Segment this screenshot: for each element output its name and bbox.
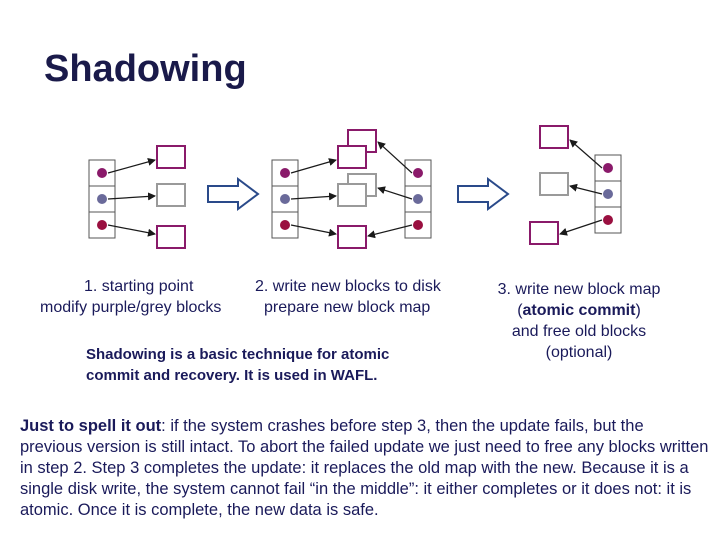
- map-entry-purple: [413, 168, 423, 178]
- stage-transition-arrow: [207, 177, 260, 211]
- map-entry-grey: [97, 194, 107, 204]
- pointer-arrow: [559, 219, 603, 236]
- step-2-sublabel: prepare new block map: [264, 299, 431, 316]
- pointer-arrow: [290, 158, 337, 174]
- pointer-arrow: [107, 192, 156, 201]
- explanation-text: : if the system crashes before step 3, t…: [20, 417, 709, 519]
- step-3-sublabel-3: (optional): [545, 344, 613, 361]
- map-entry-red: [280, 220, 290, 230]
- data-block-red: [529, 221, 559, 245]
- map-entry-grey: [603, 189, 613, 199]
- pointer-arrow: [377, 186, 413, 200]
- data-block-grey: [337, 183, 367, 207]
- pointer-arrow: [569, 139, 603, 169]
- step-2-label: 2. write new blocks to disk: [255, 278, 441, 295]
- map-entry-purple: [97, 168, 107, 178]
- pointer-arrow: [290, 224, 337, 237]
- data-block-red: [156, 225, 186, 249]
- map-entry-red: [97, 220, 107, 230]
- data-block-grey: [539, 172, 569, 196]
- data-block-purple: [156, 145, 186, 169]
- map-entry-grey: [280, 194, 290, 204]
- explanation-lead: Just to spell it out: [20, 417, 162, 435]
- map-entry-red: [413, 220, 423, 230]
- pointer-arrow: [107, 224, 156, 237]
- summary-line: Shadowing is a basic technique for atomi…: [86, 346, 390, 363]
- data-block-red: [337, 225, 367, 249]
- step-3-sublabel-2: and free old blocks: [511, 323, 647, 340]
- summary-text: Shadowing is a basic technique for atomi…: [86, 344, 486, 386]
- pointer-arrow: [107, 158, 156, 174]
- map-entry-purple: [280, 168, 290, 178]
- explanation-paragraph: Just to spell it out: if the system cras…: [20, 416, 710, 521]
- block-map-new: [404, 159, 432, 239]
- stage-1: [88, 145, 186, 249]
- data-block-purple: [337, 145, 367, 169]
- data-block-purple: [539, 125, 569, 149]
- paren-close: ): [635, 302, 641, 319]
- map-entry-red: [603, 215, 613, 225]
- page-title: Shadowing: [44, 48, 247, 90]
- map-entry-purple: [603, 163, 613, 173]
- stage-3: [529, 125, 622, 245]
- paren-open: (: [517, 302, 523, 319]
- stage-2: [271, 129, 432, 249]
- atomic-commit-text: atomic commit: [522, 302, 636, 319]
- step-3-label: 3. write new block map: [497, 281, 661, 298]
- map-entry-grey: [413, 194, 423, 204]
- stage-transition-arrow: [457, 177, 510, 211]
- pointer-arrow: [367, 224, 413, 239]
- summary-line: commit and recovery. It is used in WAFL.: [86, 367, 378, 384]
- pointer-arrow: [290, 192, 337, 201]
- data-block-grey: [156, 183, 186, 207]
- step-3-sublabel: (atomic commit): [478, 302, 680, 320]
- pointer-arrow: [377, 141, 413, 174]
- step-1-label: 1. starting point: [84, 278, 194, 295]
- block-map-new: [594, 154, 622, 234]
- pointer-arrow: [569, 183, 603, 195]
- step-1-sublabel: modify purple/grey blocks: [40, 299, 222, 316]
